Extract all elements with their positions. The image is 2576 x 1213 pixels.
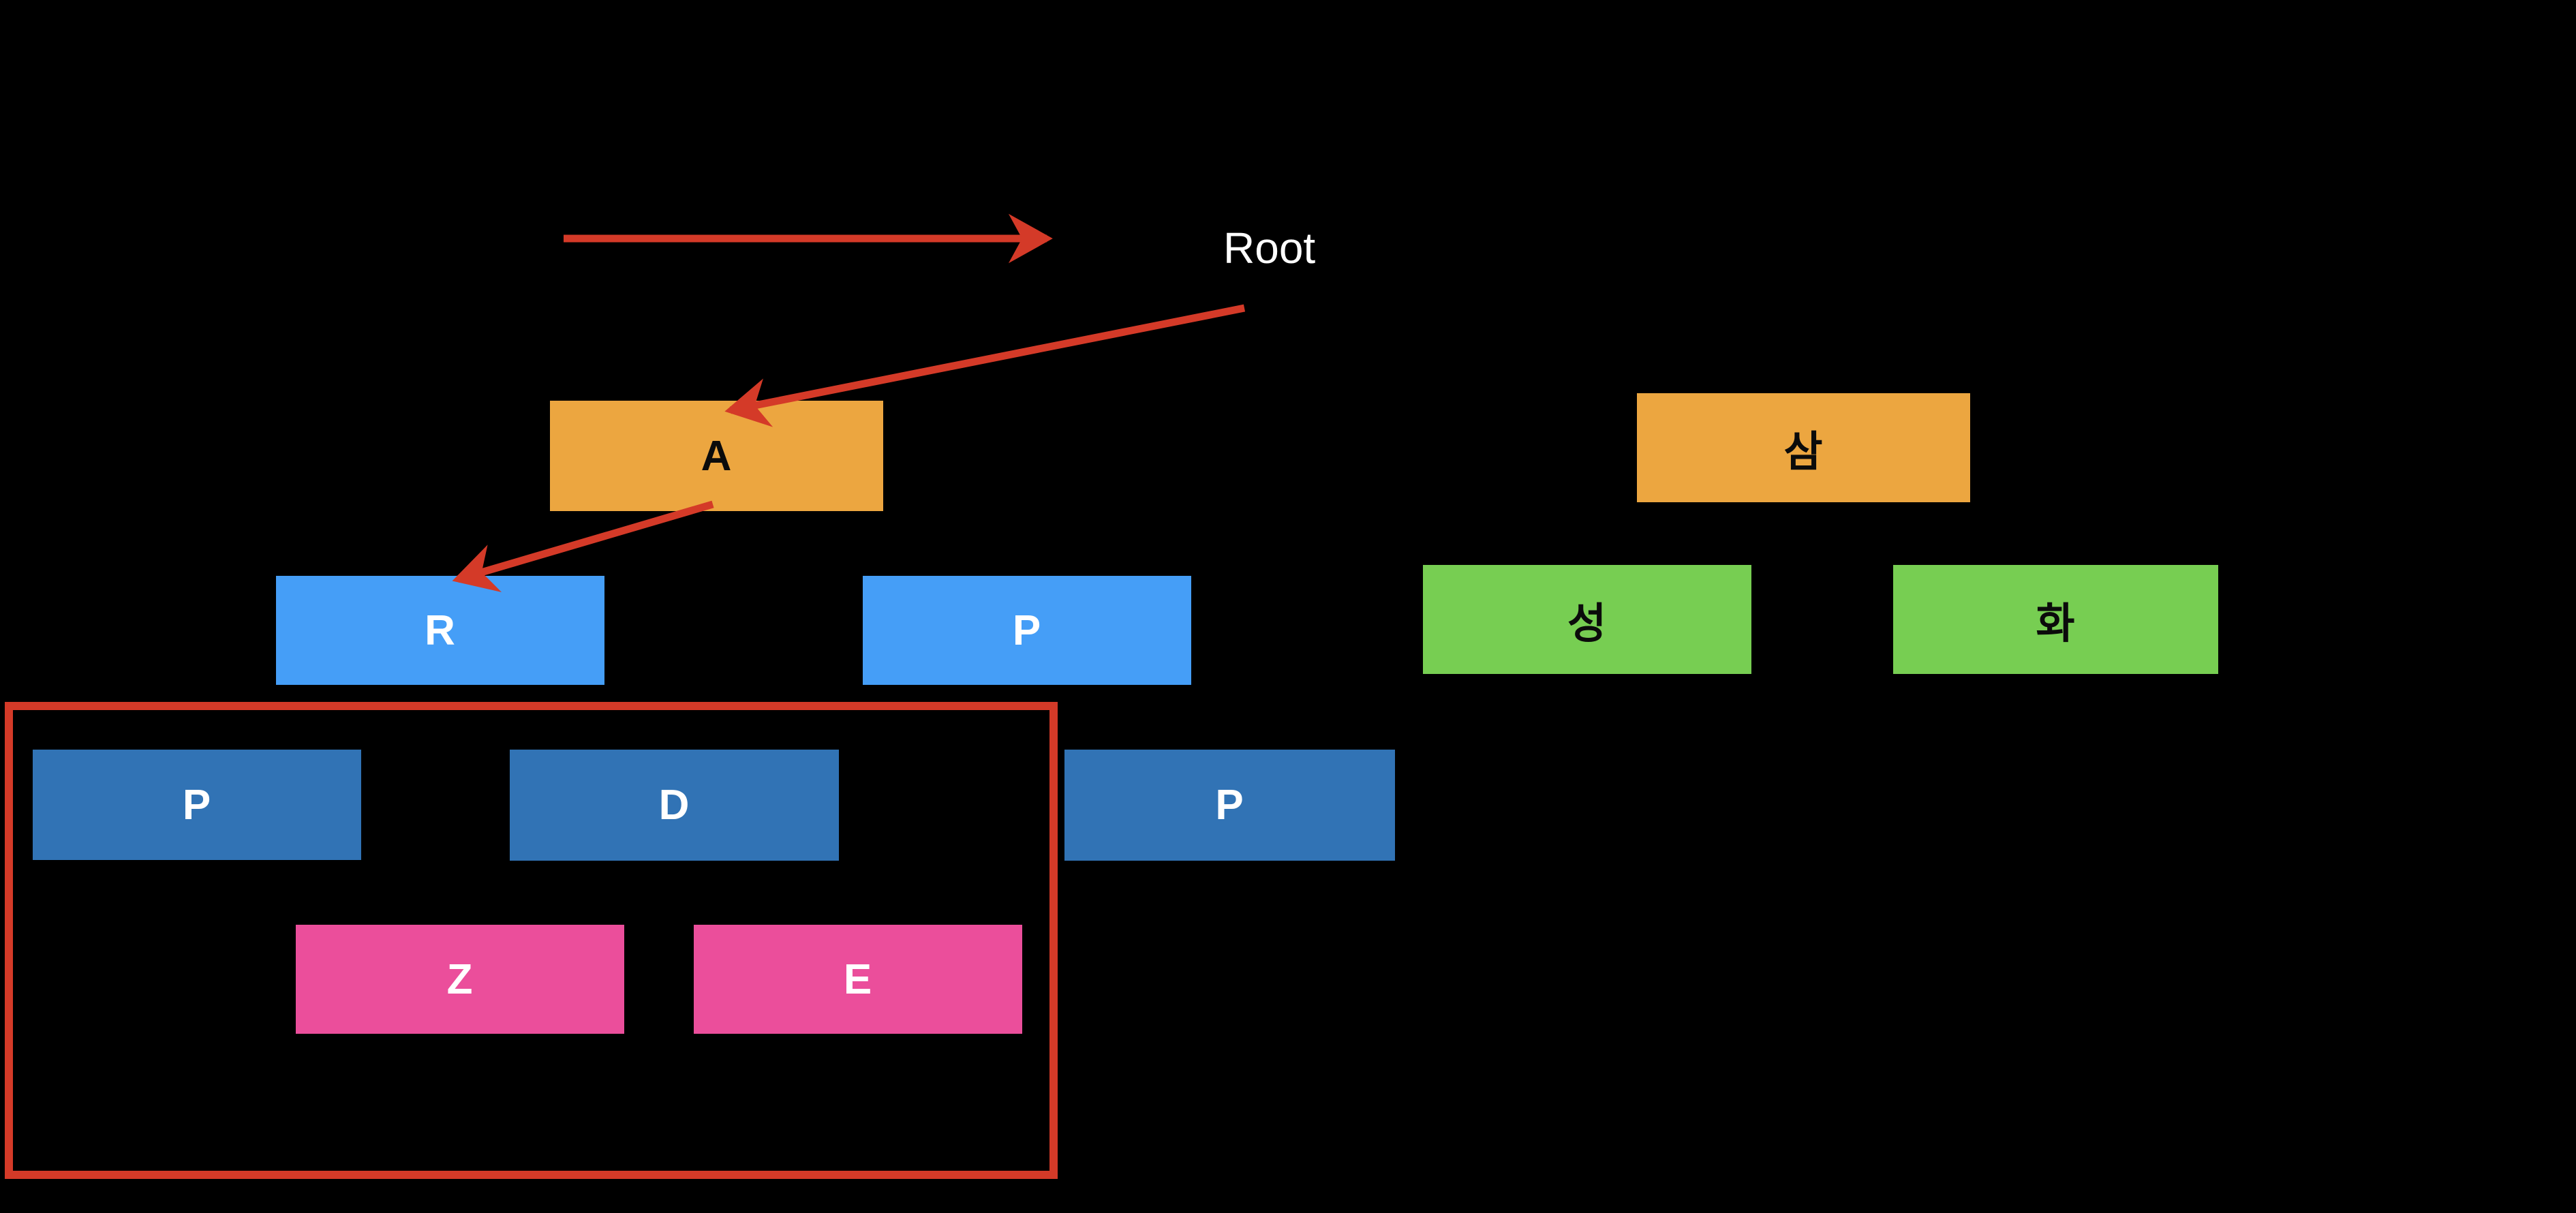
tree-node-Z: Z [296, 925, 624, 1034]
tree-node-seong: 성 [1423, 565, 1751, 674]
tree-node-P1: P [863, 576, 1191, 685]
tree-node-sam: 삼 [1637, 393, 1970, 502]
tree-node-hwa: 화 [1893, 565, 2218, 674]
tree-node-A: A [550, 401, 883, 511]
root-to-a-arrow [724, 304, 1246, 427]
tree-node-D: D [510, 750, 839, 861]
tree-node-E: E [694, 925, 1022, 1034]
a-to-r-arrow [452, 500, 714, 592]
tree-node-R: R [276, 576, 604, 685]
highlight-rectangle [5, 702, 1058, 1179]
tree-node-P2: P [33, 750, 361, 860]
root-label: Root [1223, 224, 1316, 273]
tree-node-P3: P [1064, 750, 1395, 861]
